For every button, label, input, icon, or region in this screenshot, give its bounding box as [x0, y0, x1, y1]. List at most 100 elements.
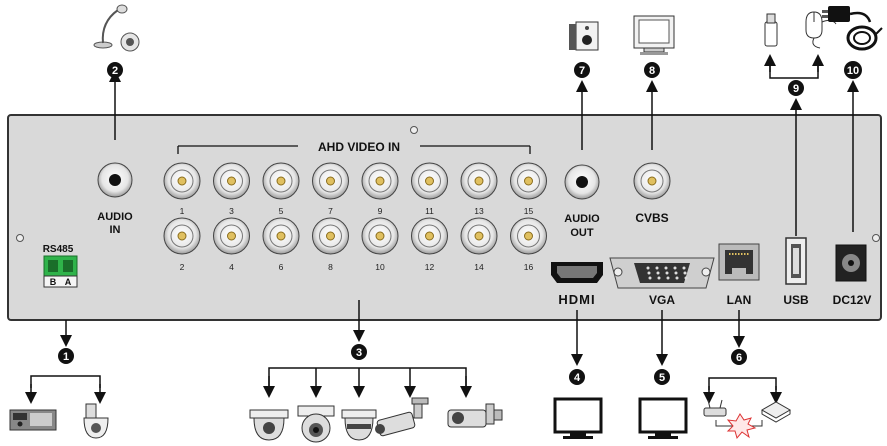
svg-text:9: 9: [793, 83, 799, 95]
panel-screw: [410, 126, 418, 134]
channel-label: 16: [524, 262, 534, 272]
svg-text:4: 4: [574, 372, 581, 384]
usb-port: USB: [783, 237, 809, 307]
svg-text:7: 7: [579, 65, 585, 77]
channel-label: 7: [328, 206, 333, 216]
video-input-row-bottom: 2 4 6 8 10 12 14 16: [163, 217, 547, 272]
branch-9: [769, 66, 819, 79]
callout-8: 8: [644, 62, 660, 78]
bnc-connector-ch8: 8: [312, 217, 349, 272]
bnc-connector-ch12: 12: [411, 217, 448, 272]
dome-camera-icon: [341, 409, 377, 441]
lan-port: LAN: [718, 243, 760, 307]
channel-label: 1: [180, 206, 185, 216]
channel-label: 3: [229, 206, 234, 216]
vga-label: VGA: [649, 293, 675, 307]
ptz-dome-camera-icon: [83, 403, 109, 439]
cvbs-port: CVBS: [633, 162, 671, 225]
bnc-connector-ch5: 5: [262, 162, 300, 216]
audio-out-label-2: OUT: [570, 227, 594, 239]
panel-screw: [872, 234, 880, 242]
channel-label: 12: [425, 262, 435, 272]
crt-monitor-icon: [633, 15, 675, 55]
bnc-connector-ch7: 7: [312, 162, 349, 216]
hdmi-label: HDMI: [558, 292, 595, 307]
channel-label: 14: [474, 262, 484, 272]
channel-label: 9: [378, 206, 383, 216]
usb-label: USB: [783, 293, 809, 307]
rs485-pin-a: A: [65, 277, 72, 287]
panel-screw: [16, 234, 24, 242]
svg-text:5: 5: [659, 372, 665, 384]
usb-stick-icon: [764, 13, 778, 47]
bnc-connector-ch4: 4: [213, 217, 250, 272]
callout-4: 4: [569, 369, 585, 385]
channel-label: 2: [180, 262, 185, 272]
hdmi-monitor-icon: [553, 397, 603, 439]
bnc-connector-ch9: 9: [361, 162, 399, 216]
bnc-connector-ch6: 6: [262, 217, 300, 272]
branch-6: [708, 377, 777, 390]
bnc-connector-ch14: 14: [460, 217, 498, 272]
power-label: DC12V: [833, 293, 872, 307]
audio-out-port: AUDIO OUT: [564, 164, 600, 239]
power-port: DC12V: [833, 244, 872, 307]
hard-disk-icon: [760, 401, 792, 423]
bnc-connector-ch15: 15: [510, 162, 547, 216]
branch-3: [268, 367, 467, 388]
bnc-connector-ch11: 11: [411, 162, 448, 216]
bnc-connector-ch16: 16: [510, 217, 547, 272]
bullet-camera-icon: [447, 403, 503, 428]
bnc-connector-ch1: 1: [163, 162, 201, 216]
ahd-video-in-bracket: AHD VIDEO IN: [177, 138, 531, 154]
svg-text:3: 3: [356, 347, 362, 359]
vga-port: VGA: [609, 257, 715, 307]
callout-3: 3: [351, 344, 367, 360]
channel-label: 10: [375, 262, 385, 272]
callout-2: 2: [107, 62, 123, 78]
channel-label: 13: [474, 206, 484, 216]
rs485-pin-b: B: [50, 277, 57, 287]
callout-6: 6: [731, 349, 747, 365]
lan-label: LAN: [727, 293, 752, 307]
router-icon: [703, 399, 727, 417]
power-adapter-icon: [822, 6, 883, 51]
audio-out-label: AUDIO: [564, 213, 600, 225]
channel-label: 8: [328, 262, 333, 272]
callout-1: 1: [58, 348, 74, 364]
svg-text:2: 2: [112, 65, 118, 77]
bnc-connector-ch3: 3: [213, 162, 250, 216]
audio-in-label: AUDIO: [97, 211, 133, 223]
channel-label: 11: [425, 206, 434, 216]
callout-9: 9: [788, 80, 804, 96]
audio-in-port: AUDIO IN: [97, 162, 133, 236]
keyboard-controller-icon: [9, 409, 57, 431]
speaker-icon: [569, 21, 599, 51]
ahd-video-in-title: AHD VIDEO IN: [318, 140, 400, 154]
channel-label: 4: [229, 262, 234, 272]
audio-in-label-2: IN: [110, 224, 121, 236]
channel-label: 6: [279, 262, 284, 272]
svg-text:10: 10: [847, 65, 859, 77]
rs485-label: RS485: [43, 244, 74, 255]
branch-1: [30, 375, 101, 388]
svg-text:1: 1: [63, 351, 69, 363]
svg-text:8: 8: [649, 65, 655, 77]
callout-5: 5: [654, 369, 670, 385]
bullet-camera-icon: [375, 397, 429, 437]
callout-10: 10: [844, 61, 862, 79]
hdmi-port: HDMI: [551, 262, 603, 307]
dome-camera-icon: [297, 405, 335, 443]
internet-icon: [726, 413, 757, 440]
bnc-connector-ch10: 10: [361, 217, 399, 272]
microphone-icon: [93, 4, 140, 52]
bnc-connector-ch13: 13: [460, 162, 498, 216]
channel-label: 15: [524, 206, 534, 216]
callout-7: 7: [574, 62, 590, 78]
vga-monitor-icon: [638, 397, 688, 439]
channel-label: 5: [279, 206, 284, 216]
dome-camera-icon: [249, 409, 289, 441]
rs485-port: RS485 B A: [43, 244, 78, 288]
